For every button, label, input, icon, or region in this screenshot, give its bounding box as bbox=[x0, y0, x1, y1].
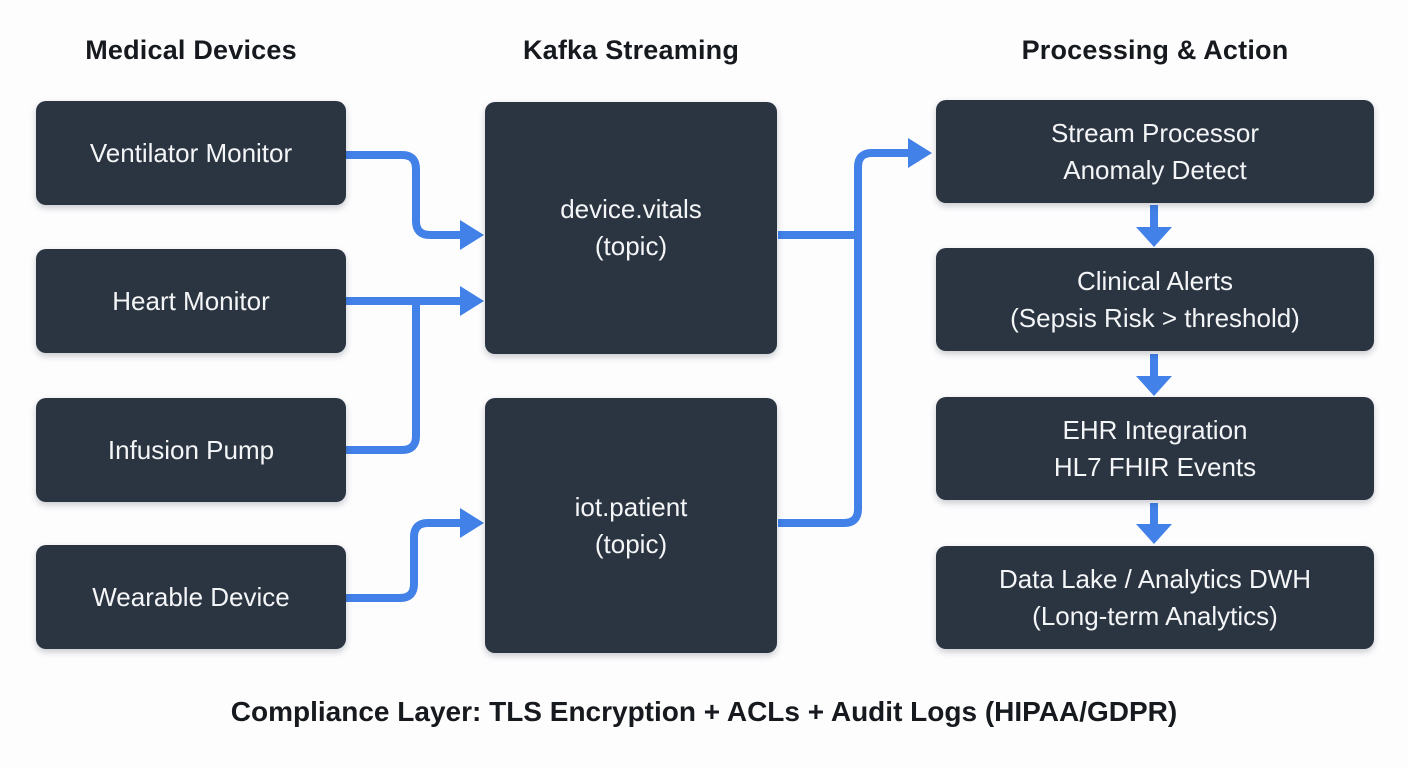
node-data-lake: Data Lake / Analytics DWH (Long-term Ana… bbox=[936, 546, 1374, 649]
compliance-layer-caption: Compliance Layer: TLS Encryption + ACLs … bbox=[230, 696, 1178, 727]
node-ventilator-monitor: Ventilator Monitor bbox=[36, 101, 346, 205]
node-label: Heart Monitor bbox=[112, 285, 270, 316]
node-topic-device-vitals: device.vitals (topic) bbox=[485, 102, 777, 354]
arrowhead-alerts-to-ehr-icon bbox=[1136, 376, 1172, 396]
arrowhead-wearable-to-iot-patient-icon bbox=[460, 508, 484, 538]
arrow-ventilator-to-device-vitals bbox=[346, 151, 461, 239]
topic-name: iot.patient bbox=[574, 491, 688, 522]
node-label: Infusion Pump bbox=[107, 434, 275, 465]
arrowhead-heart-to-device-vitals-icon bbox=[460, 286, 484, 316]
node-label-line2: (Sepsis Risk > threshold) bbox=[1010, 302, 1300, 333]
arrowhead-trunk-to-stream-processor-icon bbox=[908, 138, 932, 168]
arrowhead-ehr-to-datalake-icon bbox=[1136, 524, 1172, 544]
node-topic-iot-patient: iot.patient (topic) bbox=[485, 398, 777, 653]
node-label-line2: (Long-term Analytics) bbox=[1032, 600, 1278, 631]
column-title-kafka-streaming: Kafka Streaming bbox=[522, 35, 740, 65]
node-label-line2: Anomaly Detect bbox=[1063, 154, 1247, 185]
arrow-infusion-join-heart-line bbox=[346, 301, 420, 454]
node-label-line2: HL7 FHIR Events bbox=[1053, 451, 1257, 482]
node-heart-monitor: Heart Monitor bbox=[36, 249, 346, 353]
node-label-line1: EHR Integration bbox=[1062, 414, 1248, 445]
node-label-line1: Data Lake / Analytics DWH bbox=[998, 563, 1312, 594]
node-label-line1: Clinical Alerts bbox=[1076, 265, 1234, 296]
arrowhead-ventilator-to-device-vitals-icon bbox=[460, 220, 484, 250]
node-label: Ventilator Monitor bbox=[89, 137, 293, 168]
column-title-medical-devices: Medical Devices bbox=[85, 35, 297, 65]
node-wearable-device: Wearable Device bbox=[36, 545, 346, 649]
node-label-line1: Stream Processor bbox=[1050, 117, 1260, 148]
topic-name: device.vitals bbox=[560, 194, 702, 224]
topic-qualifier: (topic) bbox=[594, 231, 668, 261]
arrowhead-stream-to-alerts-icon bbox=[1136, 227, 1172, 247]
column-title-processing-action: Processing & Action bbox=[1021, 35, 1289, 65]
node-clinical-alerts: Clinical Alerts (Sepsis Risk > threshold… bbox=[936, 248, 1374, 351]
node-stream-processor: Stream Processor Anomaly Detect bbox=[936, 100, 1374, 203]
topic-qualifier: (topic) bbox=[594, 528, 668, 559]
node-label: Wearable Device bbox=[92, 581, 290, 612]
arrow-wearable-to-iot-patient bbox=[346, 519, 461, 602]
arrow-iot-patient-to-stream-processor bbox=[778, 149, 909, 527]
node-ehr-integration: EHR Integration HL7 FHIR Events bbox=[936, 397, 1374, 500]
node-infusion-pump: Infusion Pump bbox=[36, 398, 346, 502]
